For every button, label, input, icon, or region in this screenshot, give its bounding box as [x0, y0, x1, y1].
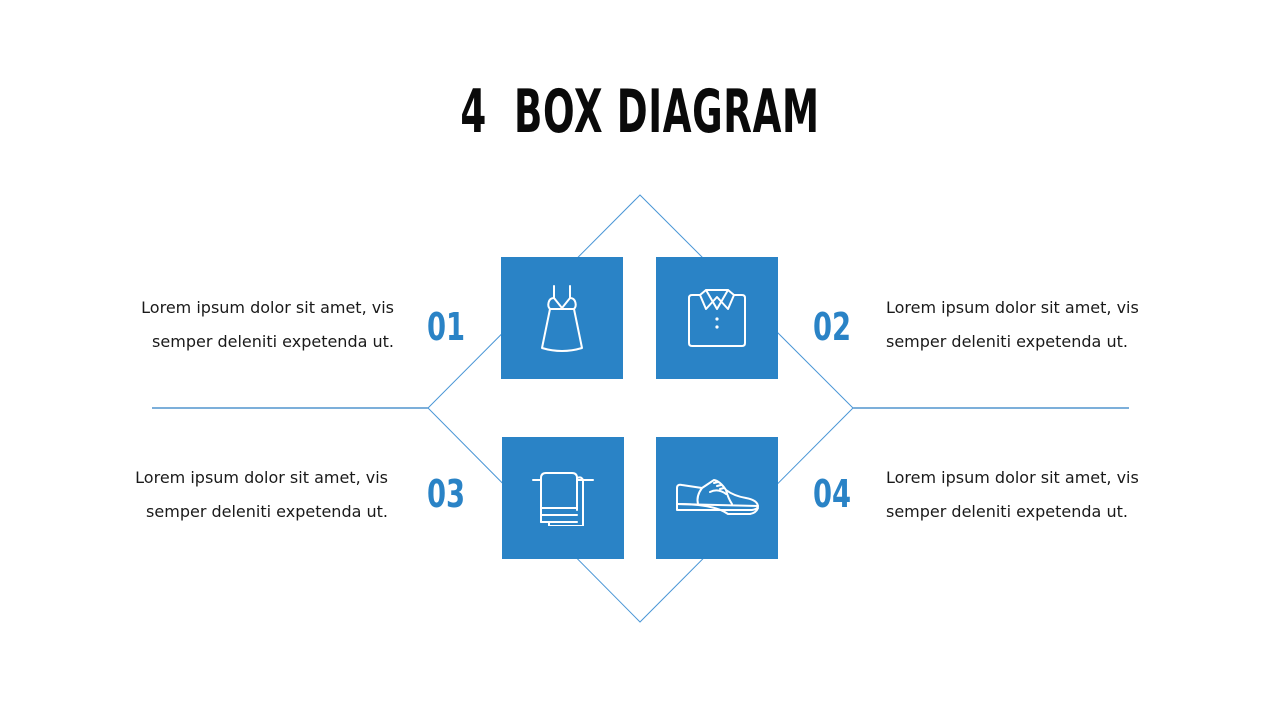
description-01-line1: Lorem ipsum dolor sit amet, vis: [141, 298, 394, 317]
shoe-icon: [676, 479, 759, 515]
description-02: Lorem ipsum dolor sit amet, vis semper d…: [886, 291, 1166, 359]
description-03-line1: Lorem ipsum dolor sit amet, vis: [135, 468, 388, 487]
dress-icon: [541, 285, 583, 352]
description-04-line1: Lorem ipsum dolor sit amet, vis: [886, 468, 1139, 487]
page-title: 4 BOX DIAGRAM: [460, 77, 820, 147]
box-02: [656, 257, 778, 379]
number-02: 02: [812, 305, 852, 349]
description-03: Lorem ipsum dolor sit amet, vis semper d…: [108, 461, 388, 529]
description-01-line2: semper deleniti expetenda ut.: [152, 332, 394, 351]
box-03: [502, 437, 624, 559]
description-01: Lorem ipsum dolor sit amet, vis semper d…: [114, 291, 394, 359]
description-04-line2: semper deleniti expetenda ut.: [886, 502, 1128, 521]
box-04: [656, 437, 778, 559]
towel-icon: [532, 472, 594, 526]
description-04: Lorem ipsum dolor sit amet, vis semper d…: [886, 461, 1166, 529]
folded-shirt-icon: [688, 289, 746, 347]
box-01: [501, 257, 623, 379]
number-04: 04: [812, 472, 852, 516]
description-03-line2: semper deleniti expetenda ut.: [146, 502, 388, 521]
description-02-line2: semper deleniti expetenda ut.: [886, 332, 1128, 351]
number-03: 03: [426, 472, 466, 516]
description-02-line1: Lorem ipsum dolor sit amet, vis: [886, 298, 1139, 317]
diamond-outline: [427, 194, 854, 623]
number-01: 01: [426, 305, 466, 349]
